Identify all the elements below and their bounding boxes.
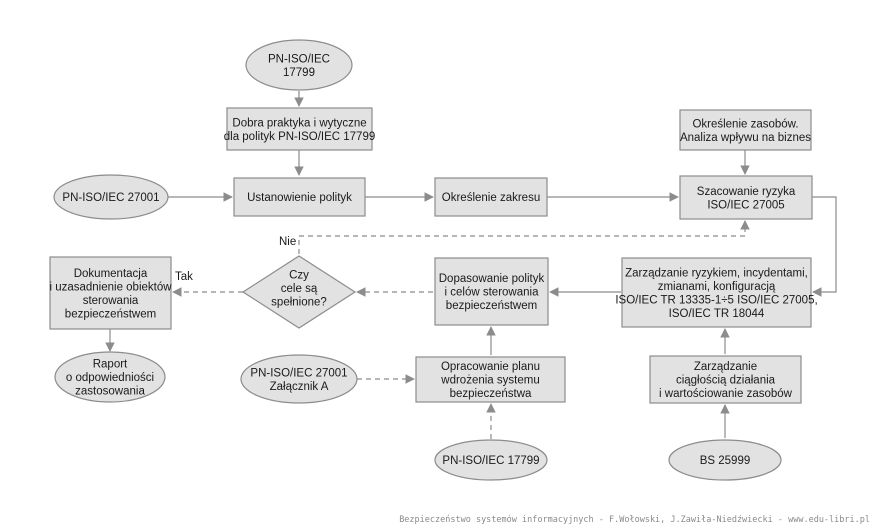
edges	[105, 91, 837, 439]
node-label-line: Analiza wpływu na biznes	[680, 132, 811, 144]
node-label-line: Określenie zasobów.	[692, 118, 798, 130]
node-okreslenie-zasobow-text: Określenie zasobów. Analiza wpływu na biz…	[680, 118, 811, 144]
node-label-line: PN-ISO/IEC	[268, 53, 330, 65]
node-label-line: Czy	[289, 270, 309, 282]
node-label-line: Zarządzanie	[694, 361, 757, 373]
edge-label-tak: Tak	[175, 271, 193, 283]
node-label-line: Dopasowanie polityk	[439, 273, 545, 285]
node-label-line: Szacowanie ryzyka	[697, 186, 796, 198]
node-okreslenie-zakresu-text: Określenie zakresu	[442, 192, 540, 204]
node-okreslenie-zakresu: Określenie zakresu	[434, 177, 548, 217]
node-pn-iso-17799-bottom-text: PN-ISO/IEC 17799	[442, 455, 539, 467]
node-label-line: bezpieczeństwa	[450, 388, 532, 400]
node-label-line: i celów sterowania	[445, 287, 540, 299]
node-pn-iso-17799-bottom: PN-ISO/IEC 17799	[434, 439, 548, 481]
node-label-line: ISO/IEC TR 13335-1÷5 ISO/IEC 27005,	[615, 294, 817, 306]
node-bs-25999-text: BS 25999	[700, 455, 751, 467]
node-label-line: sterowania	[83, 295, 139, 307]
node-label-line: PN-ISO/IEC 27001	[250, 367, 347, 379]
edge-szacowanie-to-zarzadzanie-ryzykiem	[812, 196, 837, 297]
node-label-line: dla polityk PN-ISO/IEC 17799	[224, 131, 376, 143]
node-label-line: PN-ISO/IEC 27001	[62, 192, 159, 204]
node-label-line: PN-ISO/IEC 17799	[442, 455, 539, 467]
node-label-line: Załącznik A	[270, 381, 329, 393]
footer-credit: Bezpieczeństwo systemów informacyjnych -…	[399, 515, 870, 525]
node-ustanowienie-polityk: Ustanowienie polityk	[233, 177, 366, 217]
node-label-line: BS 25999	[700, 455, 751, 467]
node-label-line: zastosowania	[75, 386, 145, 398]
node-label-line: i wartościowanie zasobów	[659, 388, 793, 400]
edge-decision-nie-to-szacowanie	[298, 220, 750, 254]
node-bs-25999: BS 25999	[668, 439, 782, 481]
node-pn-iso-27001-left: PN-ISO/IEC 27001	[53, 174, 169, 220]
node-label-line: ISO/IEC 27005	[707, 199, 784, 211]
node-label-line: o odpowiedniości	[66, 372, 154, 384]
edge-label-nie: Nie	[279, 236, 296, 248]
node-okreslenie-zasobow: Określenie zasobów. Analiza wpływu na biz…	[679, 109, 812, 151]
node-label-line: Ustanowienie polityk	[247, 192, 352, 204]
node-label-line: Opracowanie planu	[441, 361, 540, 373]
node-dobra-praktyka: Dobra praktyka i wytyczne dla polityk PN-…	[224, 107, 376, 151]
node-ustanowienie-polityk-text: Ustanowienie polityk	[247, 192, 352, 204]
node-pn-iso-17799-top: PN-ISO/IEC 17799	[245, 39, 353, 91]
node-pn-iso-27001-left-text: PN-ISO/IEC 27001	[62, 192, 159, 204]
node-zarzadzanie-ryzykiem: Zarządzanie ryzykiem, incydentami, zmiana…	[615, 257, 818, 328]
node-label-line: wdrożenia systemu	[440, 375, 539, 387]
node-label-line: i uzasadnienie obiektów	[49, 281, 172, 293]
node-label-line: Dobra praktyka i wytyczne	[232, 117, 366, 129]
node-label-line: bezpieczeństwem	[446, 300, 537, 312]
node-dobra-praktyka-text: Dobra praktyka i wytyczne dla polityk PN-…	[224, 117, 376, 143]
node-label-line: spełnione?	[271, 297, 327, 309]
node-label-line: ISO/IEC TR 18044	[669, 308, 765, 320]
node-label-line: zmianami, konfiguracją	[658, 281, 776, 293]
node-label-line: Określenie zakresu	[442, 192, 540, 204]
node-pn-iso-17799-top-text: PN-ISO/IEC 17799	[268, 53, 330, 79]
node-label-line: cele są	[281, 283, 318, 295]
node-label-line: Raport	[93, 359, 128, 371]
node-label-line: Dokumentacja	[74, 268, 148, 280]
node-label-line: bezpieczeństwem	[65, 308, 156, 320]
node-label-line: ciągłością działania	[676, 375, 776, 387]
node-label-line: 17799	[283, 67, 315, 79]
node-zarzadzanie-ryzykiem-text: Zarządzanie ryzykiem, incydentami, zmiana…	[615, 267, 817, 320]
node-label-line: Zarządzanie ryzykiem, incydentami,	[625, 267, 808, 279]
